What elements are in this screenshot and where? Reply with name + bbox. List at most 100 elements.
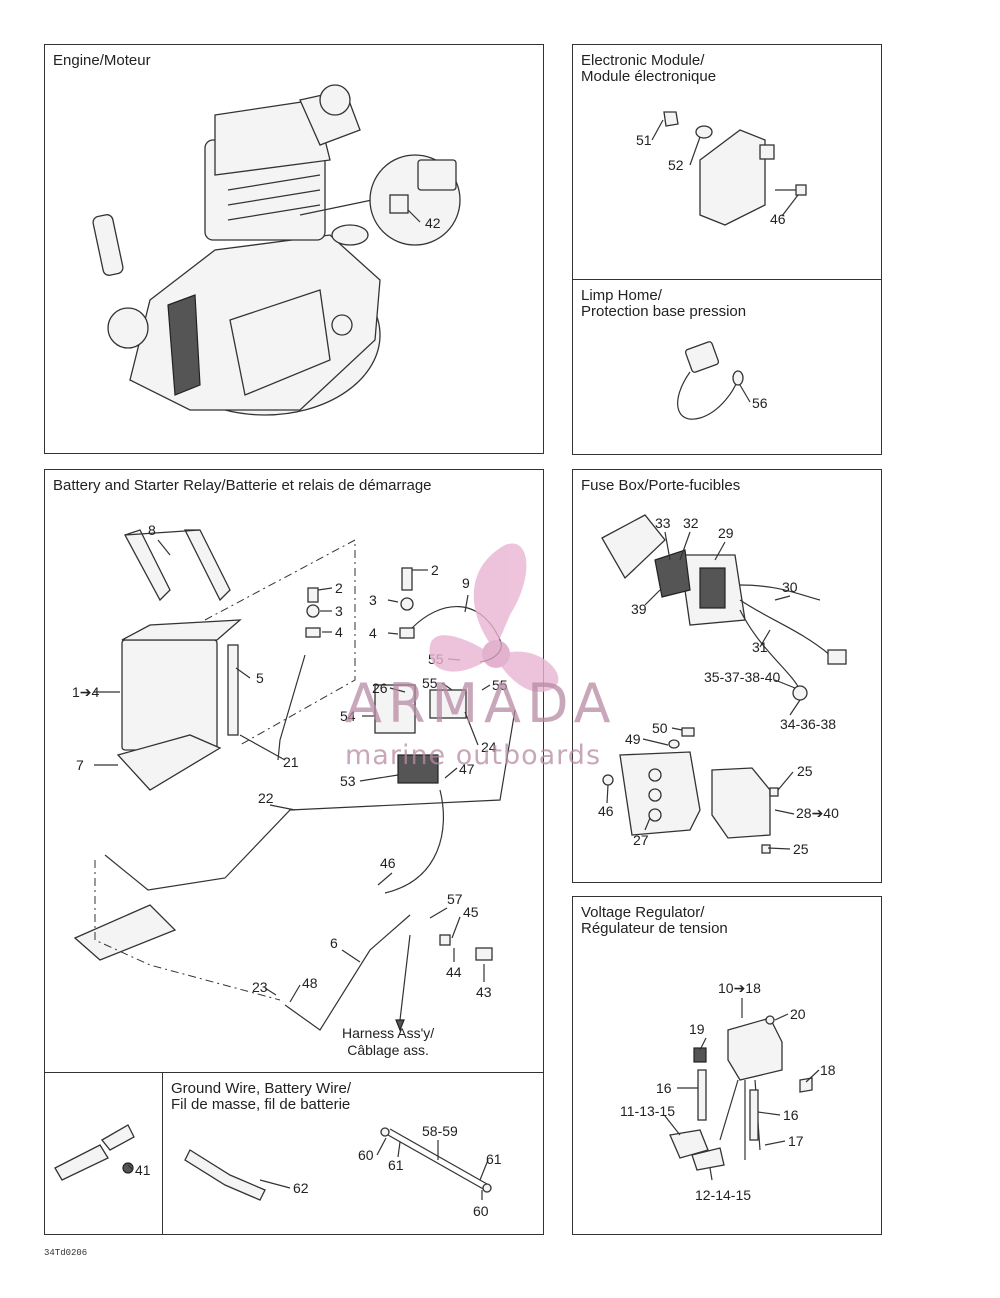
callout-fuse-2: 29	[718, 525, 734, 541]
callout-fuse-0: 33	[655, 515, 671, 531]
callout-battery-0: 8	[148, 522, 156, 538]
callout-leader-battery	[389, 687, 406, 693]
callout-battery-1: 2	[335, 580, 343, 596]
callout-leader-fuse	[774, 809, 795, 815]
callout-leader-ground	[479, 1159, 489, 1181]
ground-wire-illustration	[54, 1124, 492, 1201]
limp-home-illustration	[677, 341, 744, 420]
callout-leader-battery	[447, 658, 461, 661]
callout-leader-module	[689, 136, 701, 166]
callout-battery-12: 22	[258, 790, 274, 806]
callout-battery-10: 7	[76, 757, 84, 773]
callout-leader-engine	[407, 209, 421, 223]
callout-ground-2: 58-59	[422, 1123, 458, 1139]
callout-battery-24: 6	[330, 935, 338, 951]
callout-leader-fuse	[664, 531, 671, 561]
panel-fuse-title: Fuse Box/Porte-fucibles	[581, 477, 741, 494]
callout-module-2: 46	[770, 211, 786, 227]
callout-leader-battery	[341, 949, 361, 963]
callout-battery-20: 47	[459, 761, 475, 777]
battery-relay-illustration	[73, 529, 516, 1032]
callout-leader-battery	[464, 594, 469, 613]
callout-leader-fuse	[644, 589, 661, 606]
panel-fuse-box: Fuse Box/Porte-fucibles	[572, 469, 882, 883]
callout-battery-14: 55	[428, 651, 444, 667]
engine-illustration	[92, 84, 461, 416]
callout-leader-battery	[387, 632, 399, 635]
voltage-regulator-illustration	[669, 1015, 813, 1171]
callout-leader-battery	[157, 539, 171, 556]
callout-battery-8: 5	[256, 670, 264, 686]
callout-leader-battery	[481, 684, 491, 691]
callout-battery-3: 4	[335, 624, 343, 640]
callout-module-1: 52	[668, 157, 684, 173]
callout-battery-25: 44	[446, 964, 462, 980]
callout-leader-battery	[444, 767, 458, 779]
callout-fuse-1: 32	[683, 515, 699, 531]
callout-leader-battery	[289, 984, 301, 1003]
callout-regulator-2: 19	[689, 1021, 705, 1037]
callout-ground-6: 60	[473, 1203, 489, 1219]
callout-battery-7: 9	[462, 575, 470, 591]
callout-leader-fuse	[777, 771, 794, 791]
callout-fuse-10: 25	[797, 763, 813, 779]
callout-fuse-4: 39	[631, 601, 647, 617]
callout-ground-5: 61	[486, 1151, 502, 1167]
callout-leader-battery	[264, 987, 277, 996]
callout-regulator-4: 16	[656, 1080, 672, 1096]
callout-leader-battery	[317, 587, 333, 591]
callout-leader-module	[781, 194, 799, 217]
callout-battery-15: 55	[422, 675, 438, 691]
callout-leader-module	[651, 119, 664, 141]
figure-code: 34Td0206	[44, 1248, 88, 1258]
callout-fuse-6: 35-37-38-40	[704, 669, 780, 685]
callout-module-0: 51	[636, 132, 652, 148]
panel-battery-title: Battery and Starter Relay/Batterie et re…	[53, 477, 432, 494]
callout-ground-3: 60	[358, 1147, 374, 1163]
callout-engine-0: 42	[425, 215, 441, 231]
callout-regulator-3: 18	[820, 1062, 836, 1078]
callout-battery-23: 45	[463, 904, 479, 920]
callout-leader-fuse	[774, 595, 791, 601]
callout-leader-ground	[376, 1137, 387, 1156]
callout-leader-fuse	[644, 817, 651, 831]
callout-fuse-8: 50	[652, 720, 668, 736]
callout-leader-fuse	[671, 727, 683, 731]
callout-leader-battery	[269, 804, 296, 811]
callout-ground-0: 41	[135, 1162, 151, 1178]
callout-battery-11: 21	[283, 754, 299, 770]
callout-leader-fuse	[759, 629, 771, 648]
callout-leader-fuse	[714, 541, 726, 561]
callout-battery-17: 54	[340, 708, 356, 724]
callout-leader-ground	[259, 1179, 291, 1189]
callout-fuse-9: 49	[625, 731, 641, 747]
callout-leader-battery	[239, 734, 286, 761]
callout-fuse-3: 30	[782, 579, 798, 595]
panel-voltage-regulator: Voltage Regulator/ Régulateur de tension	[572, 896, 882, 1235]
callout-battery-4: 2	[431, 562, 439, 578]
callout-battery-2: 3	[335, 603, 343, 619]
callout-battery-27: 23	[252, 979, 268, 995]
callout-leader-regulator	[805, 1069, 820, 1083]
callout-battery-28: 48	[302, 975, 318, 991]
callout-leader-battery	[451, 916, 461, 939]
callout-battery-5: 3	[369, 592, 377, 608]
electronic-module-illustration	[663, 111, 807, 226]
callout-battery-22: 57	[447, 891, 463, 907]
callout-leader-ground	[127, 1164, 134, 1171]
callout-battery-6: 4	[369, 625, 377, 641]
watermark-tagline: marine outboards	[345, 740, 602, 771]
callout-battery-18: 24	[481, 739, 497, 755]
callout-fuse-7: 34-36-38	[780, 716, 836, 732]
callout-leader-battery	[387, 599, 399, 603]
callout-battery-19: 53	[340, 773, 356, 789]
fuse-box-illustration	[601, 514, 847, 854]
callout-leader-ground	[397, 1141, 401, 1158]
panel-engine-title: Engine/Moteur	[53, 52, 151, 69]
callout-leader-fuse	[789, 699, 801, 716]
callout-regulator-0: 10➔18	[718, 980, 761, 996]
callout-fuse-12: 28➔40	[796, 805, 839, 821]
callout-leader-battery	[429, 907, 448, 919]
